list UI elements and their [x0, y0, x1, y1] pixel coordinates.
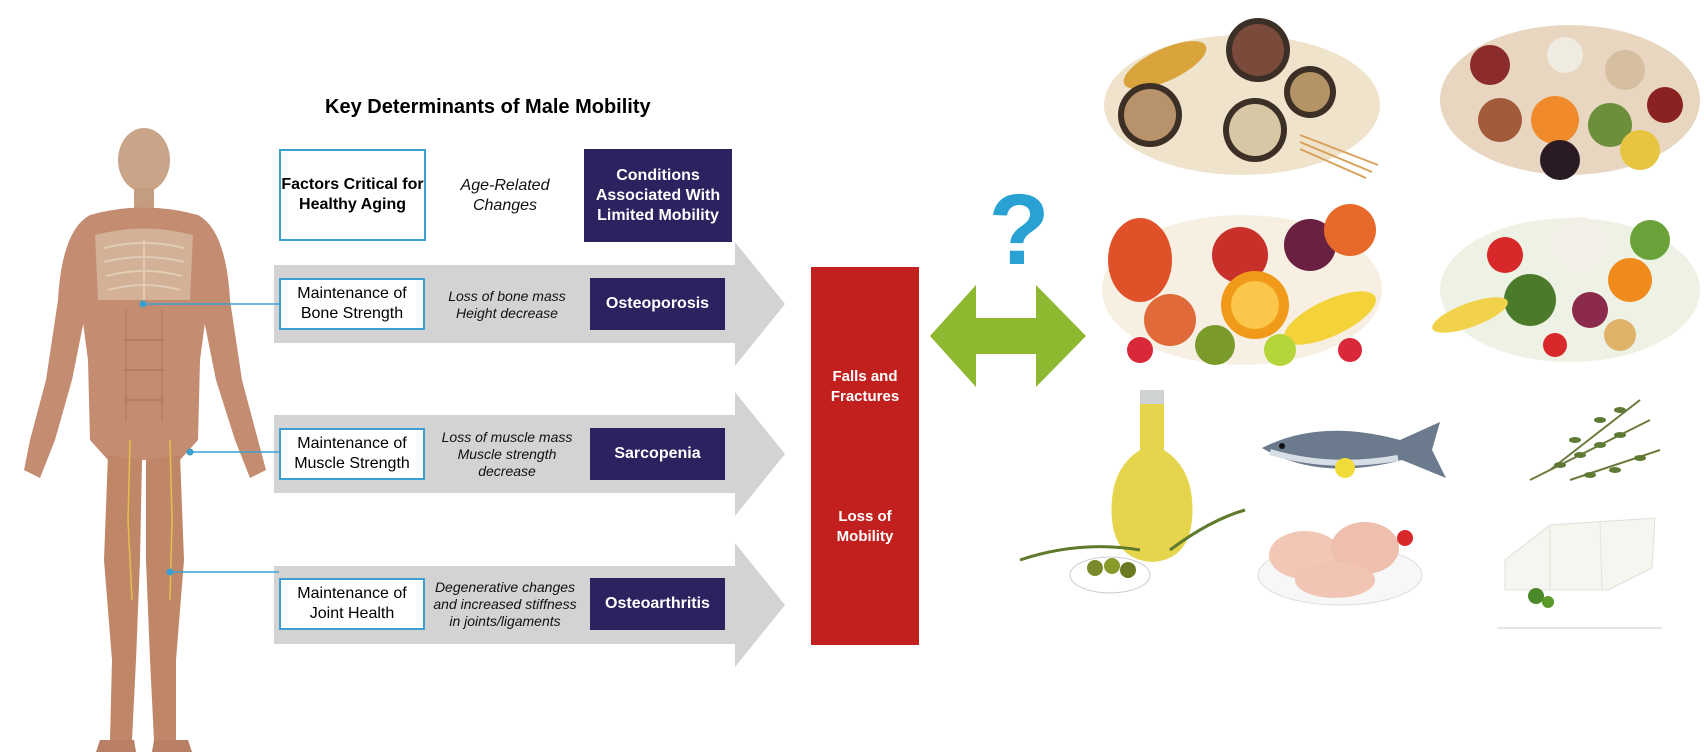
human-body-figure — [24, 128, 266, 752]
factor-box-muscle: Maintenance of Muscle Strength — [279, 428, 425, 480]
grains-illustration — [1104, 18, 1380, 179]
condition-box-sarcopenia: Sarcopenia — [590, 428, 725, 480]
chicken-illustration — [1257, 522, 1423, 606]
header-conditions: Conditions Associated With Limited Mobil… — [584, 149, 732, 242]
fruits-illustration — [1102, 204, 1382, 366]
olive-oil-illustration — [1019, 390, 1246, 594]
header-factors: Factors Critical for Healthy Aging — [279, 149, 426, 241]
question-mark-icon: ? — [988, 174, 1050, 286]
row-arrow-joint — [274, 543, 785, 667]
changes-text-joint: Degenerative changes and increased stiff… — [433, 579, 577, 629]
outcome-loss-of-mobility: Loss of Mobility — [836, 508, 894, 545]
row-arrow-bone — [274, 242, 785, 366]
changes-text-bone: Loss of bone mass Height decrease — [448, 288, 566, 321]
feta-cheese-illustration — [1504, 517, 1656, 608]
outcome-falls-fractures: Falls and Fractures — [830, 368, 900, 405]
fish-illustration — [1262, 422, 1446, 478]
header-age-changes: Age-Related Changes — [460, 177, 550, 214]
condition-box-osteoarthritis: Osteoarthritis — [590, 578, 725, 630]
herbs-illustration — [1529, 399, 1661, 481]
green-double-arrow — [930, 285, 1086, 387]
factor-box-joint: Maintenance of Joint Health — [279, 578, 425, 630]
page-title: Key Determinants of Male Mobility — [325, 96, 651, 118]
changes-text-muscle: Loss of muscle mass Muscle strength decr… — [441, 429, 573, 479]
legumes-illustration — [1440, 25, 1700, 180]
row-arrow-muscle — [274, 392, 785, 516]
factor-box-bone: Maintenance of Bone Strength — [279, 278, 425, 330]
vegetables-illustration — [1432, 217, 1700, 362]
condition-box-osteoporosis: Osteoporosis — [590, 278, 725, 330]
outcome-box — [811, 267, 919, 645]
